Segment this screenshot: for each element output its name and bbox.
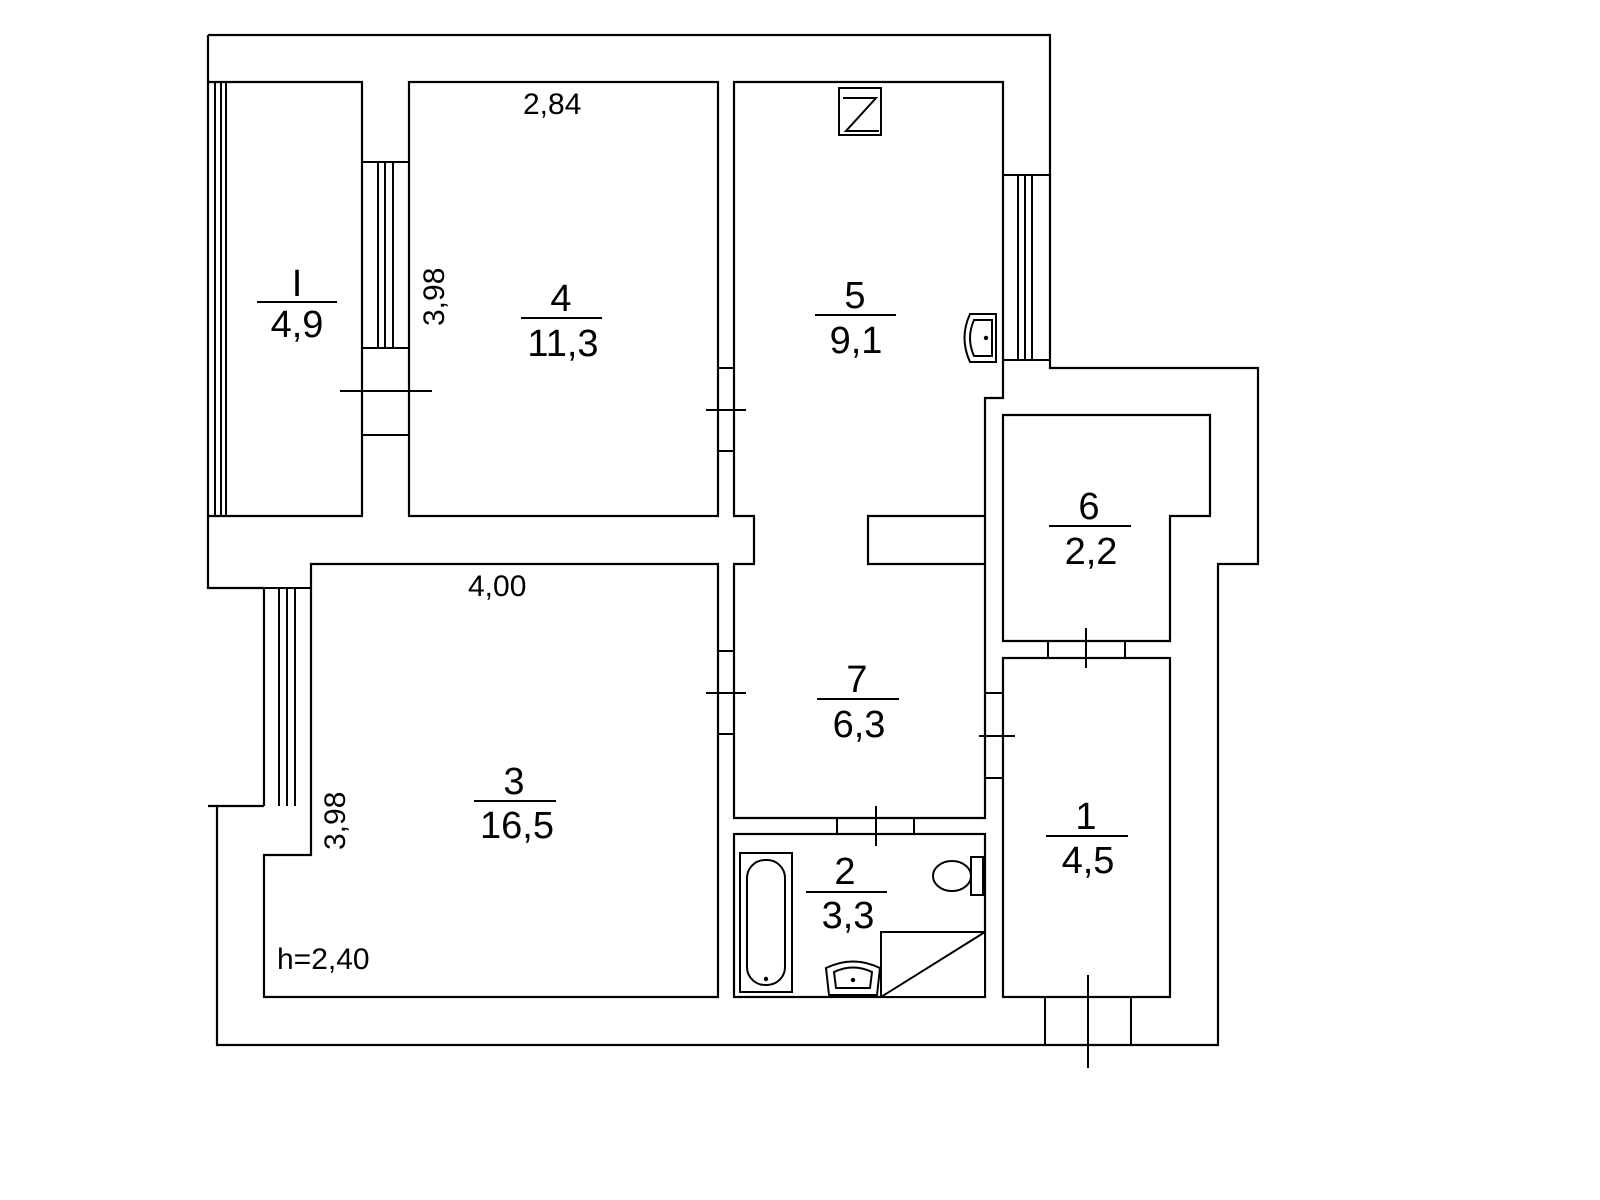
room-label-1: 1 4,5 [1046, 796, 1128, 882]
room-area: 4,5 [1062, 840, 1115, 882]
room-area: 6,3 [833, 704, 886, 746]
room-6-outline [1001, 413, 1212, 643]
door-6-1 [1047, 628, 1126, 668]
dimension-room-4-length: 3,98 [418, 268, 451, 326]
entrance-door [1044, 975, 1132, 1068]
stove-icon [838, 87, 882, 136]
room-area: 3,3 [822, 895, 875, 937]
room-area: 11,3 [527, 323, 598, 365]
room-area: 16,5 [480, 805, 554, 847]
room-number: 2 [834, 851, 855, 893]
room-number: 3 [503, 761, 524, 803]
room-label-5: 5 9,1 [815, 275, 896, 362]
room-2-outline [732, 832, 987, 999]
room-number: 5 [844, 275, 865, 317]
door-4-5 [706, 367, 746, 452]
room-3-window [264, 587, 311, 806]
door-7-1 [979, 692, 1015, 779]
dimension-room-4-width: 2,84 [523, 88, 581, 121]
kitchen-window [1003, 174, 1050, 361]
room-number: 7 [846, 659, 867, 701]
room-number: 1 [1075, 796, 1096, 838]
room-4-outline [407, 80, 720, 518]
room-label-7: 7 6,3 [817, 659, 899, 746]
room-label-6: 6 2,2 [1049, 486, 1131, 573]
door-3-7 [706, 650, 746, 735]
dimension-room-3-length: 3,98 [319, 792, 352, 850]
kitchen-sink-icon [963, 313, 997, 363]
bathtub-icon [739, 852, 793, 993]
balcony-window [340, 161, 432, 436]
room-5-7-outline [732, 80, 1005, 820]
room-label-balcony: I 4,9 [257, 263, 337, 346]
room-area: 9,1 [830, 320, 883, 362]
bathroom-sink-icon [824, 960, 882, 996]
room-label-4: 4 11,3 [521, 278, 602, 365]
outer-walls [206, 33, 1260, 1047]
room-area: 2,2 [1065, 531, 1118, 573]
ceiling-height: h=2,40 [277, 943, 370, 976]
washing-area-icon [880, 931, 986, 998]
room-3-outline [262, 562, 720, 999]
corridor-recess [866, 514, 985, 566]
room-label-2: 2 3,3 [806, 851, 887, 937]
door-7-2 [836, 806, 915, 846]
room-number: I [292, 263, 303, 305]
room-number: 6 [1078, 486, 1099, 528]
room-area: 4,9 [271, 304, 324, 346]
balcony [208, 80, 364, 518]
room-number: 4 [550, 278, 571, 320]
dimension-room-3-width: 4,00 [468, 570, 526, 603]
toilet-icon [932, 856, 984, 896]
room-label-3: 3 16,5 [474, 761, 556, 847]
